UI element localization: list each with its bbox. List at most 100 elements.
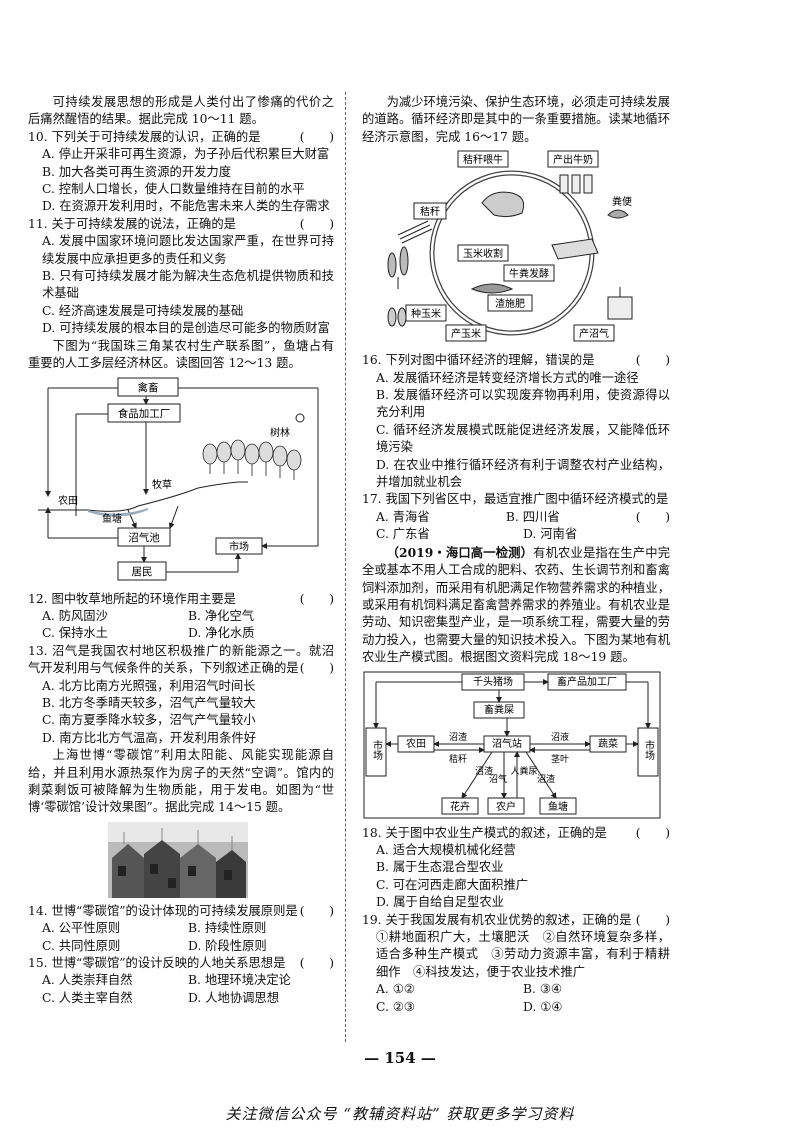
- intro-16-17: 为减少环境污染、保护生态环境，必须走可持续发展的道路。循环经济即是其中的一条重要…: [362, 95, 670, 144]
- q14-option-b: B. 持续性原则: [188, 921, 267, 936]
- ferment-pit-icon: [551, 238, 599, 260]
- fig1-market: 市场: [229, 540, 249, 553]
- fig2-biogas: 产沼气: [579, 327, 609, 340]
- question-13: 13. 沼气是我国农村地区积极推广的新能源之一。就沼气开发利用与气候条件的关系，…: [28, 643, 334, 747]
- q10-option-b: B. 加大各类可再生资源的开发力度: [42, 164, 232, 179]
- milk-icon: [559, 174, 593, 194]
- q18-option-d: D. 属于自给自足型农业: [376, 895, 504, 910]
- q18-option-a: A. 适合大规模机械化经营: [376, 842, 516, 857]
- corn-icon: [387, 246, 409, 290]
- q15-option-a: A. 人类崇拜自然: [42, 973, 133, 988]
- biogas-tank-icon: [607, 287, 633, 320]
- fig2-milk: 产出牛奶: [553, 153, 593, 166]
- q15-option-c: C. 人类主宰自然: [42, 990, 133, 1005]
- q10-option-d: D. 在资源开发利用时，不能危害未来人类的生存需求: [42, 199, 330, 214]
- q10-option-a: A. 停止开采非可再生资源，为子孙后代积累巨大财富: [42, 147, 330, 162]
- rural-production-diagram: 禽畜 食品加工厂 树林 农田 牧草 鱼塘 沼气池 市场 居民: [28, 376, 334, 588]
- intro-12-13: 下图为“我国珠三角某农村生产联系图”，鱼塘占有重要的人工多层经济林区。读图回答 …: [28, 338, 334, 371]
- fig3-gas: 沼气: [489, 773, 507, 785]
- q12-option-c: C. 保持水土: [42, 626, 108, 641]
- q16-option-d: D. 在农业中推行循环经济有利于调整农村产业结构，并增加就业机会: [376, 457, 670, 490]
- fig2-produce: 产玉米: [451, 327, 481, 340]
- circular-economy-diagram: 秸秆喂牛 产出牛奶 粪便 秸秆 玉米收割 牛粪发酵 渣施肥 种玉米 产玉米 产沼…: [362, 149, 670, 349]
- fig3-vegetables: 蔬菜: [598, 738, 618, 750]
- cow-icon: [481, 191, 525, 218]
- fig3-fishpond: 鱼塘: [548, 800, 568, 813]
- q13-stem: 13. 沼气是我国农村地区积极推广的新能源之一。就沼气开发利用与气候条件的关系，…: [28, 643, 334, 678]
- q15-option-b: B. 地理环境决定论: [188, 973, 291, 988]
- fig1-food-factory: 食品加工厂: [118, 407, 171, 420]
- fig3-leaves: 茎叶: [551, 753, 569, 765]
- fig1-biogas: 沼气池: [128, 531, 160, 544]
- circular-economy-svg: 秸秆喂牛 产出牛奶 粪便 秸秆 玉米收割 牛粪发酵 渣施肥 种玉米 产玉米 产沼…: [387, 150, 633, 342]
- intro-10-11: 可持续发展思想的形成是人类付出了惨痛的代价之后痛然醒悟的结果。据此完成 10～1…: [28, 95, 334, 127]
- fig3-pigfarm: 千头猪场: [473, 675, 513, 688]
- fig3-household: 农户: [496, 800, 516, 813]
- q19-statements: ①耕地面积广大，土壤肥沃 ②自然环境复杂多样，适合多种生产模式 ③劳动力资源丰富…: [376, 929, 670, 979]
- q14-bracket: ( ): [299, 903, 334, 918]
- q10-stem: 10. 下列关于可持续发展的认识，正确的是: [28, 129, 261, 144]
- footer-note: 关注微信公众号 “教辅资料站” 获取更多学习资料: [225, 1105, 575, 1123]
- q13-option-d: D. 南方比北方气温高，开发利用条件好: [42, 730, 256, 745]
- q17-option-d: D. 河南省: [523, 527, 578, 542]
- intro-18-19-text: 有机农业是指在生产中完全或基本不用人工合成的肥料、农药、生长调节剂和畜禽饲料添加…: [362, 545, 670, 665]
- q14-option-d: D. 阶段性原则: [188, 938, 267, 953]
- q13-option-c: C. 南方夏季降水较多，沼气产气量较小: [42, 713, 256, 728]
- q16-bracket: ( ): [635, 353, 670, 368]
- page-number: — 154 —: [364, 1049, 436, 1067]
- fig3-market-left: 市场: [371, 738, 383, 760]
- q16-option-c: C. 循环经济发展模式既能促进经济发展，又能降低环境污染: [376, 422, 670, 455]
- fig3-processing: 畜产品加工厂: [557, 675, 617, 688]
- q13-option-a: A. 北方比南方光照强，利用沼气时间长: [42, 678, 256, 693]
- q11-bracket: ( ): [299, 216, 334, 231]
- q11-option-b: B. 只有可持续发展才能为解决生态危机提供物质和技术基础: [42, 269, 334, 301]
- intro-18-19-source: （2019・海口高一检测）: [386, 544, 534, 560]
- fig3-straw: 秸秆: [449, 753, 467, 765]
- fig1-fishpond: 鱼塘: [102, 512, 122, 525]
- fig3-slag-1: 沼渣: [449, 731, 467, 743]
- seedling-icon: [387, 307, 407, 327]
- q11-option-d: D. 可持续发展的根本目的是创造尽可能多的物质财富: [42, 321, 330, 336]
- q11-option-a: A. 发展中国家环境问题比发达国家严重，在世界可持续发展中应承担更多的责任和义务: [42, 234, 334, 266]
- q19-option-a: A. ①②: [376, 982, 415, 997]
- q14-stem: 14. 世博“零碳馆”的设计体现的可持续发展原则是: [28, 903, 298, 918]
- fig1-pasture: 牧草: [152, 478, 172, 491]
- q10-bracket: ( ): [299, 129, 334, 144]
- manure-icon: [607, 209, 629, 219]
- q18-bracket: ( ): [635, 825, 670, 840]
- q18-option-b: B. 属于生态混合型农业: [376, 860, 504, 875]
- fig2-straw: 秸秆: [420, 205, 440, 218]
- q12-bracket: ( ): [299, 591, 334, 606]
- fig1-residents: 居民: [132, 566, 153, 578]
- question-10: 10. 下列关于可持续发展的认识，正确的是 ( ) A. 停止开采非可再生资源，…: [28, 129, 334, 216]
- intro-18-19: （2019・海口高一检测）有机农业是指在生产中完全或基本不用人工合成的肥料、农药…: [362, 544, 670, 667]
- organic-agriculture-svg: 千头猪场 畜产品加工厂 畜粪屎 市场 农田 沼气站 蔬菜 市场 沼渣 沼液 秸秆…: [363, 671, 661, 819]
- intro-14-15: 上海世博“零碳馆”利用太阳能、风能实现能源自给，并且利用水源热泵作为房子的天然“…: [28, 748, 334, 815]
- fig3-human-waste: 人粪尿: [510, 765, 537, 777]
- column-divider: [345, 92, 346, 1042]
- fig2-harvest: 玉米收割: [463, 247, 503, 260]
- q13-option-b: B. 北方冬季晴天较多，沼气产气量较大: [42, 695, 256, 710]
- q13-bracket: ( ): [299, 661, 334, 676]
- fig3-farmland: 农田: [406, 737, 426, 750]
- q18-option-c: C. 可在河西走廊大面积推广: [376, 877, 529, 892]
- question-11: 11. 关于可持续发展的说法，正确的是 ( ) A. 发展中国家环境问题比发达国…: [28, 216, 334, 338]
- q19-stem: 19. 关于我国发展有机农业优势的叙述，正确的是: [362, 912, 632, 927]
- fig3-biogas-station: 沼气站: [492, 737, 522, 750]
- q19-option-b: B. ③④: [523, 982, 562, 997]
- q16-option-a: A. 发展循环经济是转变经济增长方式的唯一途径: [376, 370, 639, 385]
- residue-icon: [470, 283, 514, 294]
- q14-option-c: C. 共同性原则: [42, 938, 121, 953]
- fig2-manure: 粪便: [612, 195, 632, 208]
- fig3-slag-2: 沼渣: [475, 765, 493, 777]
- q12-option-b: B. 净化空气: [188, 608, 255, 623]
- q17-stem-text: 17. 我国下列省区中，最适宜推广图中循环经济模式的是: [362, 492, 669, 507]
- fig3-market-right: 市场: [643, 738, 655, 760]
- zero-carbon-pavilion-photo: [28, 820, 334, 900]
- q19-bracket: ( ): [635, 912, 670, 927]
- q19-option-d: D. ①④: [523, 999, 563, 1014]
- fig2-straw-feed: 秸秆喂牛: [463, 153, 503, 166]
- q17-stem: 17. 我国下列省区中，最适宜推广图中循环经济模式的是( ): [362, 491, 670, 523]
